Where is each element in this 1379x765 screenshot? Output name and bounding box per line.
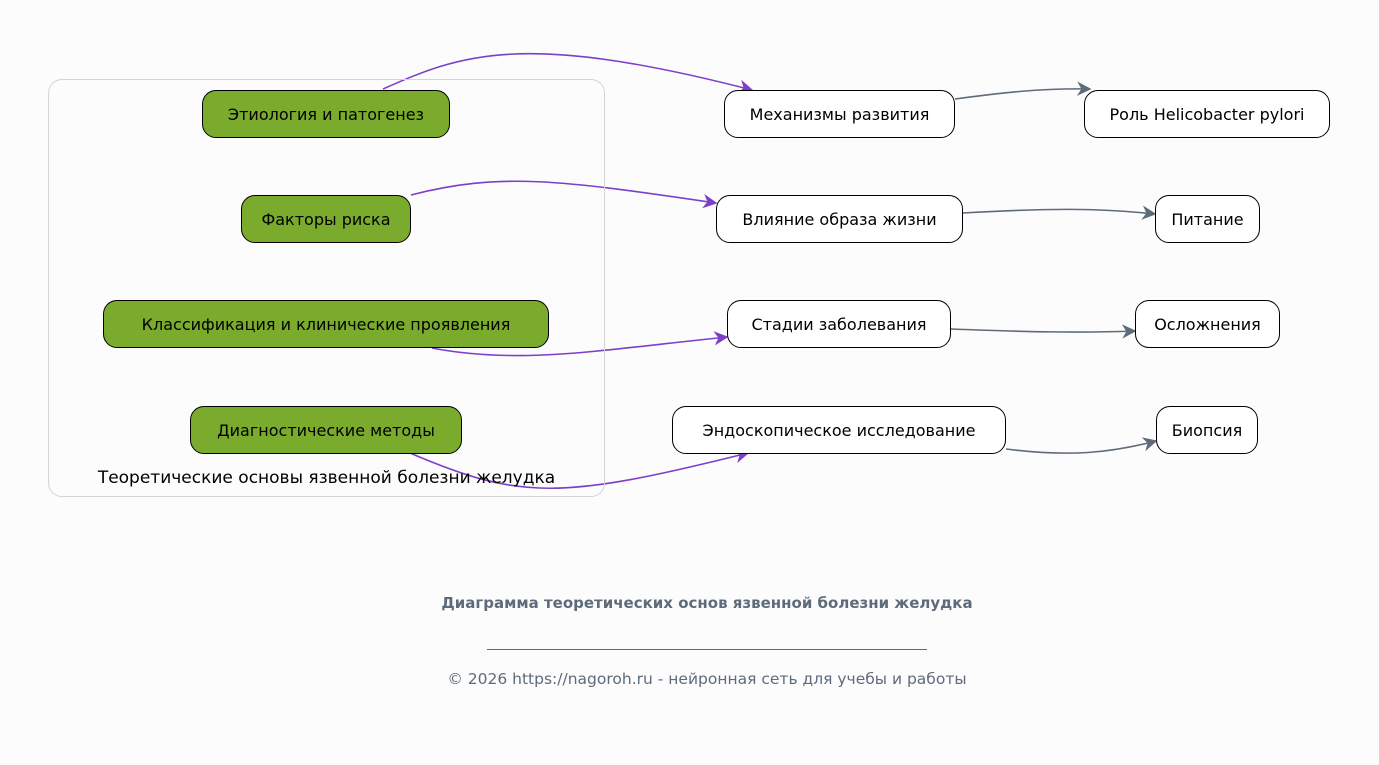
edge-lifestyle-nutrition bbox=[962, 205, 1157, 220]
edge-risk-lifestyle bbox=[410, 180, 718, 209]
edge-diagnostics-endoscopy bbox=[409, 449, 750, 489]
edge-mechanisms-hpylori bbox=[954, 81, 1092, 100]
node-complications[interactable]: Осложнения bbox=[1135, 300, 1280, 348]
node-etiology[interactable]: Этиология и патогенез bbox=[202, 90, 450, 138]
node-biopsy[interactable]: Биопсия bbox=[1156, 406, 1258, 454]
node-risk-factors[interactable]: Факторы риска bbox=[241, 195, 411, 243]
cluster-theoretical-foundations bbox=[48, 79, 605, 497]
edge-endoscopy-biopsy bbox=[1005, 437, 1158, 454]
node-classification[interactable]: Классификация и клинические проявления bbox=[103, 300, 549, 348]
node-endoscopy[interactable]: Эндоскопическое исследование bbox=[672, 406, 1006, 454]
node-lifestyle[interactable]: Влияние образа жизни bbox=[716, 195, 963, 243]
node-nutrition[interactable]: Питание bbox=[1155, 195, 1260, 243]
node-mechanisms[interactable]: Механизмы развития bbox=[724, 90, 955, 138]
edge-stages-complications bbox=[950, 324, 1137, 339]
node-hpylori[interactable]: Роль Helicobacter pylori bbox=[1084, 90, 1330, 138]
footer-title: Диаграмма теоретических основ язвенной б… bbox=[441, 594, 973, 612]
node-diagnostics[interactable]: Диагностические методы bbox=[190, 406, 462, 454]
footer-divider bbox=[487, 649, 927, 650]
edge-classification-stages bbox=[431, 331, 729, 357]
edge-etiology-mechanisms bbox=[382, 52, 754, 94]
node-stages[interactable]: Стадии заболевания bbox=[727, 300, 951, 348]
footer-copyright: © 2026 https://nagoroh.ru - нейронная се… bbox=[447, 670, 967, 688]
cluster-label: Теоретические основы язвенной болезни же… bbox=[97, 468, 556, 488]
